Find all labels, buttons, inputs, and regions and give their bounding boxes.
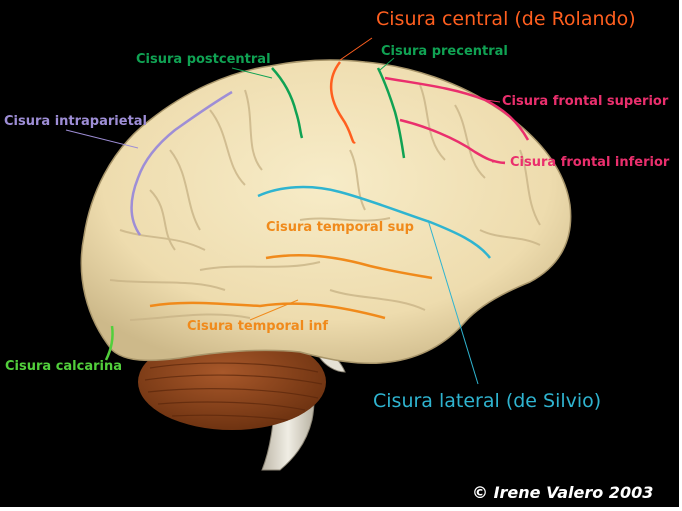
label-cisura-temporal-inf: Cisura temporal inf xyxy=(187,319,329,334)
label-cisura-intraparietal: Cisura intraparietal xyxy=(4,114,148,129)
sulcus-calcarina xyxy=(104,325,114,361)
copyright-credit: © Irene Valero 2003 xyxy=(472,483,654,502)
label-cisura-calcarina: Cisura calcarina xyxy=(5,359,123,374)
sulcus-central xyxy=(329,61,356,144)
leader-postcentral xyxy=(231,67,273,79)
sulcus-lateral xyxy=(257,185,491,259)
label-cisura-lateral: Cisura lateral (de Silvio) xyxy=(373,390,602,412)
label-cisura-frontal-inferior: Cisura frontal inferior xyxy=(510,155,670,170)
label-cisura-postcentral: Cisura postcentral xyxy=(136,52,271,67)
sulcus-frontal-inferior xyxy=(399,118,506,165)
leader-frontal-superior xyxy=(485,99,501,103)
sulcus-frontal-superior xyxy=(384,76,530,141)
leader-lateral xyxy=(427,219,479,385)
sulcus-precentral xyxy=(376,67,406,159)
sulcus-postcentral xyxy=(271,67,304,139)
leader-central xyxy=(339,37,373,61)
sulcus-temporal-inf xyxy=(149,301,386,320)
label-cisura-temporal-sup: Cisura temporal sup xyxy=(266,220,414,235)
label-cisura-precentral: Cisura precentral xyxy=(381,44,508,59)
leader-temporal-inf xyxy=(249,299,299,321)
label-cisura-central: Cisura central (de Rolando) xyxy=(376,8,636,30)
leader-intraparietal xyxy=(65,129,139,149)
label-cisura-frontal-superior: Cisura frontal superior xyxy=(502,94,669,109)
sulcus-intraparietal xyxy=(130,90,233,236)
leader-precentral xyxy=(379,57,395,71)
sulcus-temporal-sup xyxy=(265,253,433,280)
